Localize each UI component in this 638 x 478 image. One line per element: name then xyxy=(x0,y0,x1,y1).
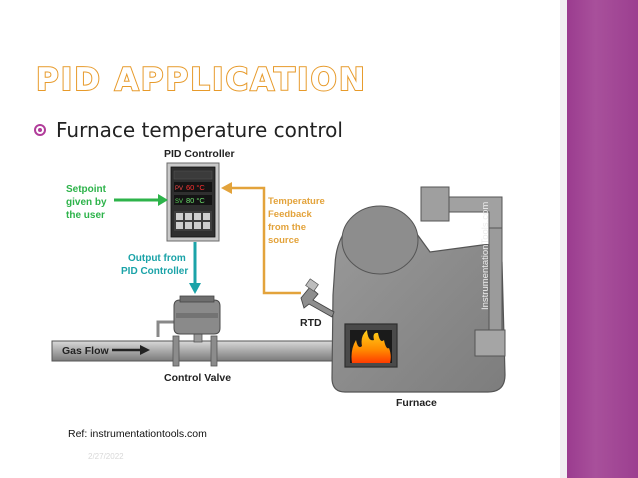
reference-text: Ref: instrumentationtools.com xyxy=(68,428,207,440)
setpoint-label-1: Setpoint xyxy=(66,184,107,195)
side-stripe-edge xyxy=(560,0,567,478)
watermark: InstrumentationTools.com xyxy=(480,202,491,310)
fire-window xyxy=(344,323,398,368)
feedback-label-3: from the xyxy=(268,222,306,233)
setpoint-label-3: the user xyxy=(66,210,105,221)
feedback-label-4: source xyxy=(268,235,299,246)
feedback-label-1: Temperature xyxy=(268,196,325,207)
gas-flow-arrow xyxy=(112,345,150,355)
bullet-icon xyxy=(34,124,46,136)
rtd-label: RTD xyxy=(300,317,322,329)
setpoint-arrow xyxy=(114,194,168,206)
furnace-label: Furnace xyxy=(396,397,437,409)
control-valve-label: Control Valve xyxy=(164,372,231,384)
pv-value: 60 °C xyxy=(186,183,205,192)
control-valve xyxy=(156,295,221,343)
rtd-sensor xyxy=(300,278,335,318)
furnace xyxy=(331,186,506,393)
controller-title: PID Controller xyxy=(164,148,235,160)
pv-label: PV xyxy=(175,186,183,192)
output-label-2: PID Controller xyxy=(121,266,188,277)
setpoint-label-2: given by xyxy=(66,197,107,208)
output-label-1: Output from xyxy=(128,253,186,264)
output-arrow xyxy=(189,242,201,294)
bullet-item: Furnace temperature control xyxy=(34,118,343,142)
feedback-arrow xyxy=(221,182,301,295)
sv-value: 80 °C xyxy=(186,196,205,205)
pid-controller xyxy=(166,162,220,242)
side-stripe xyxy=(567,0,638,478)
bullet-text: Furnace temperature control xyxy=(56,118,343,142)
date-text: 2/27/2022 xyxy=(88,452,124,461)
sv-label: SV xyxy=(175,199,183,205)
gas-flow-label: Gas Flow xyxy=(62,345,110,357)
slide-title: PID APPLICATION xyxy=(35,61,367,99)
feedback-label-2: Feedback xyxy=(268,209,313,220)
